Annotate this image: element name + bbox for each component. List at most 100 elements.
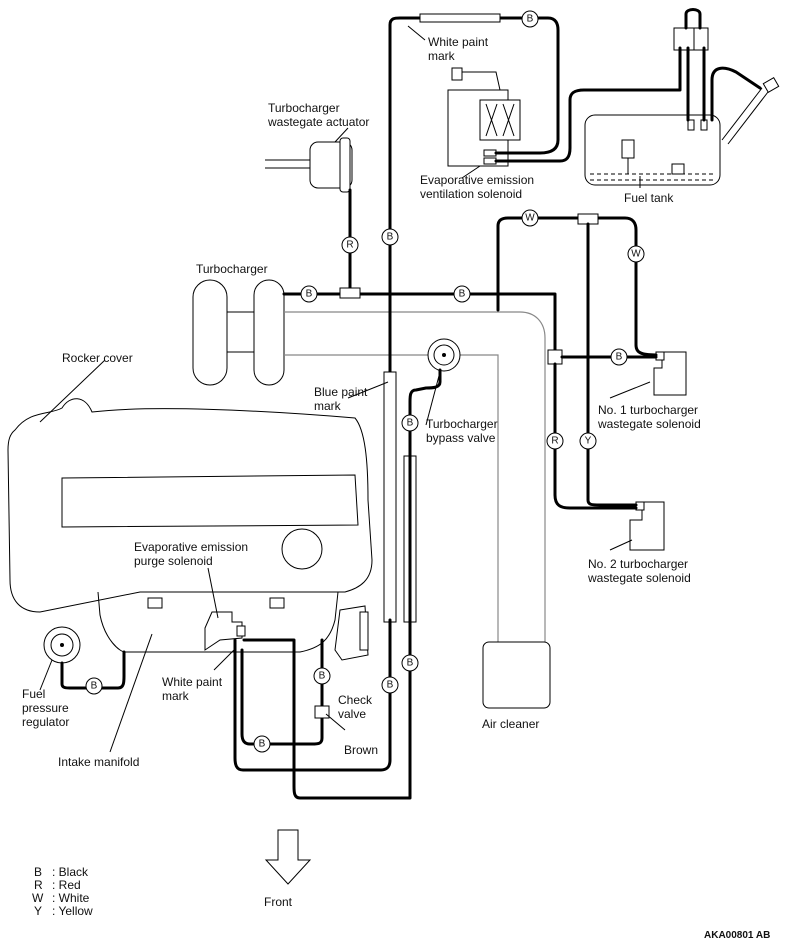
svg-text:Y: Y: [585, 436, 592, 447]
hose-bypass: [242, 368, 442, 800]
legend-name-2: : White: [52, 891, 90, 905]
evap-vent-wire: [462, 71, 501, 91]
svg-text:B: B: [407, 658, 414, 669]
tag-black-check-upper: B: [313, 667, 331, 685]
hose-turbo-main: [282, 292, 557, 357]
hose-tank-rollover: [686, 46, 706, 122]
label-turbo-wastegate-actuator: Turbocharger wastegate actuator: [267, 101, 369, 129]
tag-white-right: W: [627, 245, 645, 263]
svg-text:B: B: [616, 352, 623, 363]
tag-black-main: B: [453, 285, 471, 303]
evap-vent-coil-left: [485, 103, 498, 137]
svg-text:B: B: [387, 232, 394, 243]
label-blue-paint-mark: Blue paint mark: [314, 385, 371, 413]
hose-evap-vent-to-tank: [388, 16, 560, 622]
label-fuel-pressure-regulator: Fuel pressure regulator: [22, 687, 72, 729]
tee-no1: [547, 349, 563, 365]
no1-wastegate-solenoid: [653, 351, 687, 396]
label-turbo-bypass-valve: Turbocharger bypass valve: [426, 417, 501, 445]
svg-text:B: B: [259, 739, 266, 750]
tag-yellow: Y: [579, 432, 597, 450]
figure-code: AKA00801 AB: [704, 930, 770, 941]
rocker-cover-inner: [61, 474, 359, 528]
label-air-cleaner: Air cleaner: [482, 717, 539, 731]
svg-text:B: B: [387, 680, 394, 691]
label-rocker-cover: Rocker cover: [62, 351, 133, 365]
evap-vent-solenoid-body: [479, 99, 521, 141]
no1-solenoid-port: [655, 351, 665, 361]
label-evap-vent-solenoid: Evaporative emission ventilation solenoi…: [420, 173, 537, 201]
hose-red-to-no2: [553, 362, 638, 510]
evap-purge-solenoid: [204, 611, 243, 651]
hose-filler-vent: [710, 66, 762, 122]
intake-pipe-upper: [284, 311, 546, 645]
blue-paint-mark-sleeve: [383, 371, 397, 623]
label-check-valve: Check valve: [338, 693, 375, 721]
label-brown: Brown: [344, 743, 378, 757]
front-arrow-icon: [264, 829, 312, 885]
svg-text:W: W: [525, 213, 535, 224]
hose-color-legend: B : Black R : Red W : White Y : Yellow: [32, 865, 93, 918]
legend-code-3: Y: [34, 904, 42, 918]
check-valve: [314, 705, 330, 719]
tag-black-bypass-lower: B: [401, 654, 419, 672]
tag-black-regulator: B: [85, 677, 103, 695]
svg-text:B: B: [459, 289, 466, 300]
hose-check-valve-lower: [240, 648, 324, 746]
white-paint-mark-sleeve-top: [419, 13, 501, 23]
label-intake-manifold: Intake manifold: [58, 755, 139, 769]
tag-red-actuator: R: [341, 236, 359, 254]
hose-tank-vent-top: [684, 8, 702, 30]
turbocharger-right: [253, 279, 285, 386]
turbocharger-left: [192, 279, 228, 386]
filler-neck-cap: [762, 76, 780, 94]
wastegate-actuator-flange: [339, 137, 351, 193]
svg-text:B: B: [91, 681, 98, 692]
svg-text:W: W: [631, 249, 641, 260]
legend-code-2: W: [32, 891, 44, 905]
tag-black-top: B: [521, 10, 539, 28]
no2-wastegate-solenoid: [629, 501, 665, 551]
tag-black-bypass: B: [401, 414, 419, 432]
fuel-pump: [621, 139, 635, 159]
tag-black-turbo: B: [300, 285, 318, 303]
rollover-valve-2: [693, 27, 709, 51]
tag-black-vertical: B: [381, 228, 399, 246]
evap-vent-connector: [451, 67, 463, 81]
label-no1-wastegate-solenoid: No. 1 turbocharger wastegate solenoid: [597, 403, 701, 431]
intake-pipe-lower: [284, 354, 499, 645]
svg-text:B: B: [407, 418, 414, 429]
svg-text:B: B: [527, 14, 534, 25]
intake-manifold-outline: [97, 591, 339, 653]
label-no2-wastegate-solenoid: No. 2 turbocharger wastegate solenoid: [587, 557, 691, 585]
label-fuel-tank: Fuel tank: [624, 191, 674, 205]
hose-yellow: [586, 222, 638, 507]
svg-text:R: R: [551, 436, 558, 447]
tag-red-no2: R: [546, 432, 564, 450]
label-turbocharger: Turbocharger: [196, 262, 268, 276]
tank-nipple-1: [687, 119, 695, 131]
tag-white-left: W: [521, 209, 539, 227]
rocker-cover-outline: [7, 398, 373, 613]
label-evap-purge-solenoid: Evaporative emission purge solenoid: [134, 540, 251, 568]
evap-vent-port-1: [483, 149, 497, 157]
air-cleaner: [482, 641, 551, 709]
tee-actuator: [339, 287, 361, 299]
fuel-pressure-regulator-core: [60, 643, 64, 647]
svg-text:B: B: [306, 289, 313, 300]
hose-white: [496, 216, 658, 357]
label-white-paint-mark-bottom: White paint mark: [162, 675, 225, 703]
legend-name-3: : Yellow: [52, 904, 93, 918]
rollover-valve: [673, 27, 697, 51]
svg-text:B: B: [319, 671, 326, 682]
tag-black-no1: B: [610, 348, 628, 366]
evap-vent-coil-right: [502, 103, 515, 137]
label-white-paint-mark-top: White paint mark: [428, 35, 491, 63]
oil-filler-cap: [281, 528, 323, 570]
manifold-port-1: [147, 597, 163, 609]
turbo-bypass-valve-core: [442, 353, 446, 357]
legend-name-1: : Red: [52, 878, 81, 892]
fuel-sender: [671, 163, 685, 175]
evap-purge-port: [236, 625, 246, 637]
